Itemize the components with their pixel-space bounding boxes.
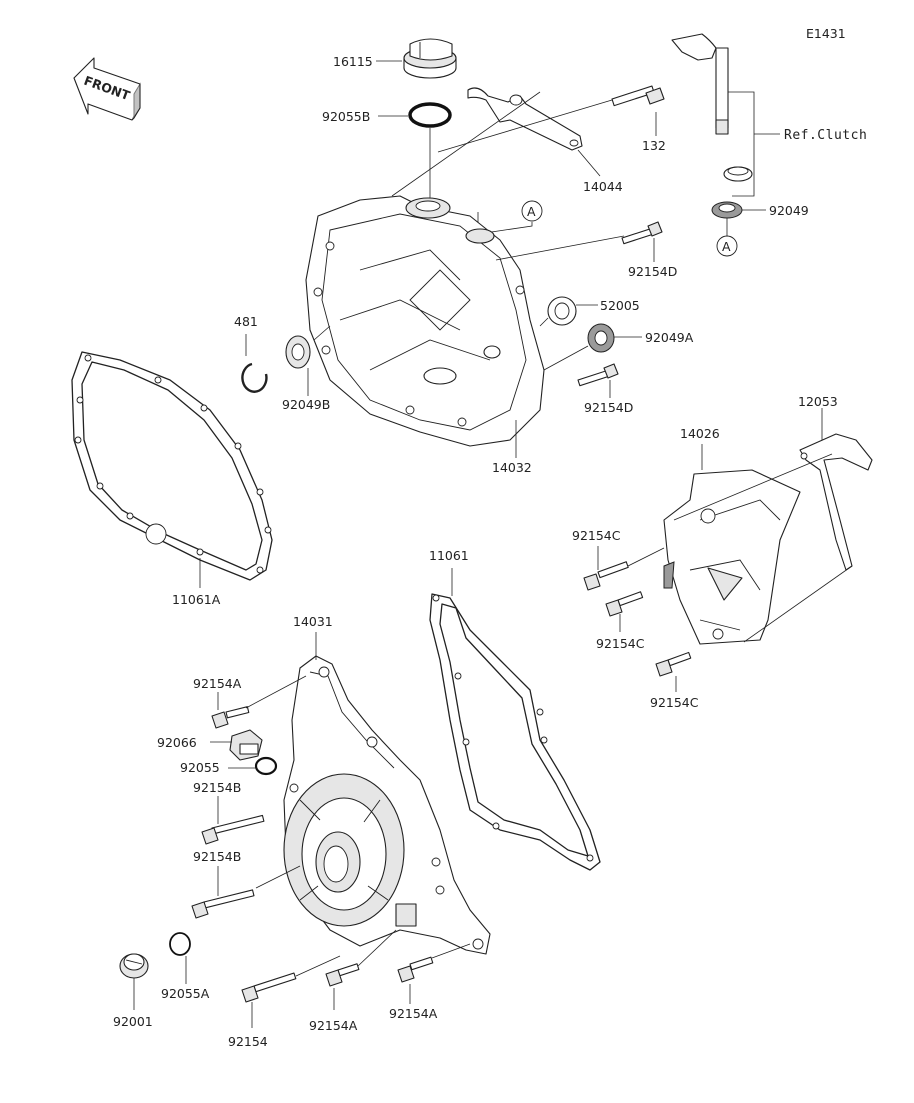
bolt-92154[interactable]	[241, 972, 297, 1003]
label-132: 132	[642, 138, 666, 153]
bolt-92154a-3[interactable]	[397, 956, 434, 983]
label-92154d-bottom: 92154D	[584, 400, 633, 415]
clutch-shaft	[671, 33, 753, 182]
clutch-lever-14044[interactable]	[467, 87, 583, 151]
bracket-12053[interactable]	[799, 433, 873, 571]
svg-text:A: A	[527, 204, 536, 219]
oil-seal-92049b[interactable]	[285, 335, 311, 369]
label-14031: 14031	[293, 614, 333, 629]
clutch-cover-14032[interactable]	[305, 195, 545, 447]
circlip-481[interactable]	[241, 362, 268, 393]
oil-filler-cap[interactable]	[403, 38, 457, 79]
oil-seal-92049[interactable]	[711, 201, 743, 219]
bolt-132[interactable]	[611, 85, 665, 107]
label-92055: 92055	[180, 760, 220, 775]
label-92049a: 92049A	[645, 330, 694, 345]
bolt-92154a-1[interactable]	[211, 706, 250, 729]
gasket-11061[interactable]	[429, 593, 601, 871]
sprocket-cover-14026[interactable]	[663, 469, 801, 645]
label-92055b: 92055B	[322, 109, 370, 124]
label-92154a-3: 92154A	[389, 1006, 438, 1021]
label-92154a-1: 92154A	[193, 676, 242, 691]
callout-a-cover: A	[521, 200, 543, 222]
label-92066: 92066	[157, 735, 197, 750]
oil-seal-92049a[interactable]	[587, 323, 615, 353]
bolt-92154d-top[interactable]	[621, 221, 663, 245]
label-92154c-2: 92154C	[596, 636, 645, 651]
o-ring-92055[interactable]	[254, 756, 278, 776]
label-11061a: 11061A	[172, 592, 221, 607]
cap-92001[interactable]	[119, 953, 149, 979]
label-92001: 92001	[113, 1014, 153, 1029]
oil-seal-52005[interactable]	[547, 296, 577, 326]
gasket-11061a[interactable]	[71, 351, 273, 581]
label-14026: 14026	[680, 426, 720, 441]
bolt-92154c-3[interactable]	[655, 651, 692, 677]
bolt-92154c-2[interactable]	[605, 591, 644, 617]
label-92154c-3: 92154C	[650, 695, 699, 710]
label-52005: 52005	[600, 298, 640, 313]
bolt-92154b-2[interactable]	[191, 889, 255, 919]
label-92154a-2: 92154A	[309, 1018, 358, 1033]
front-arrow-icon: FRONT	[73, 57, 141, 121]
label-92049: 92049	[769, 203, 809, 218]
label-16115: 16115	[333, 54, 373, 69]
label-92154c-1: 92154C	[572, 528, 621, 543]
bolt-92154b-1[interactable]	[201, 814, 265, 845]
callout-a-right: A	[716, 235, 738, 257]
label-92055a: 92055A	[161, 986, 210, 1001]
label-14032: 14032	[492, 460, 532, 475]
diagram-id: E1431	[806, 26, 846, 41]
ref-clutch-label: Ref.Clutch	[784, 128, 867, 143]
bolt-92154a-2[interactable]	[325, 963, 360, 987]
label-481: 481	[234, 314, 258, 329]
label-92154b-2: 92154B	[193, 849, 241, 864]
label-92154d-top: 92154D	[628, 264, 677, 279]
bolt-92154d-bottom[interactable]	[577, 363, 619, 387]
label-11061: 11061	[429, 548, 469, 563]
o-ring-92055b[interactable]	[408, 102, 452, 128]
label-92154: 92154	[228, 1034, 268, 1049]
label-12053: 12053	[798, 394, 838, 409]
svg-text:A: A	[722, 239, 731, 254]
drain-plug-92066[interactable]	[229, 729, 263, 761]
label-92154b-1: 92154B	[193, 780, 241, 795]
label-14044: 14044	[583, 179, 623, 194]
o-ring-92055a[interactable]	[169, 932, 191, 956]
engine-cover-14031[interactable]	[283, 655, 491, 955]
label-92049b: 92049B	[282, 397, 330, 412]
bolt-92154c-1[interactable]	[583, 561, 629, 591]
